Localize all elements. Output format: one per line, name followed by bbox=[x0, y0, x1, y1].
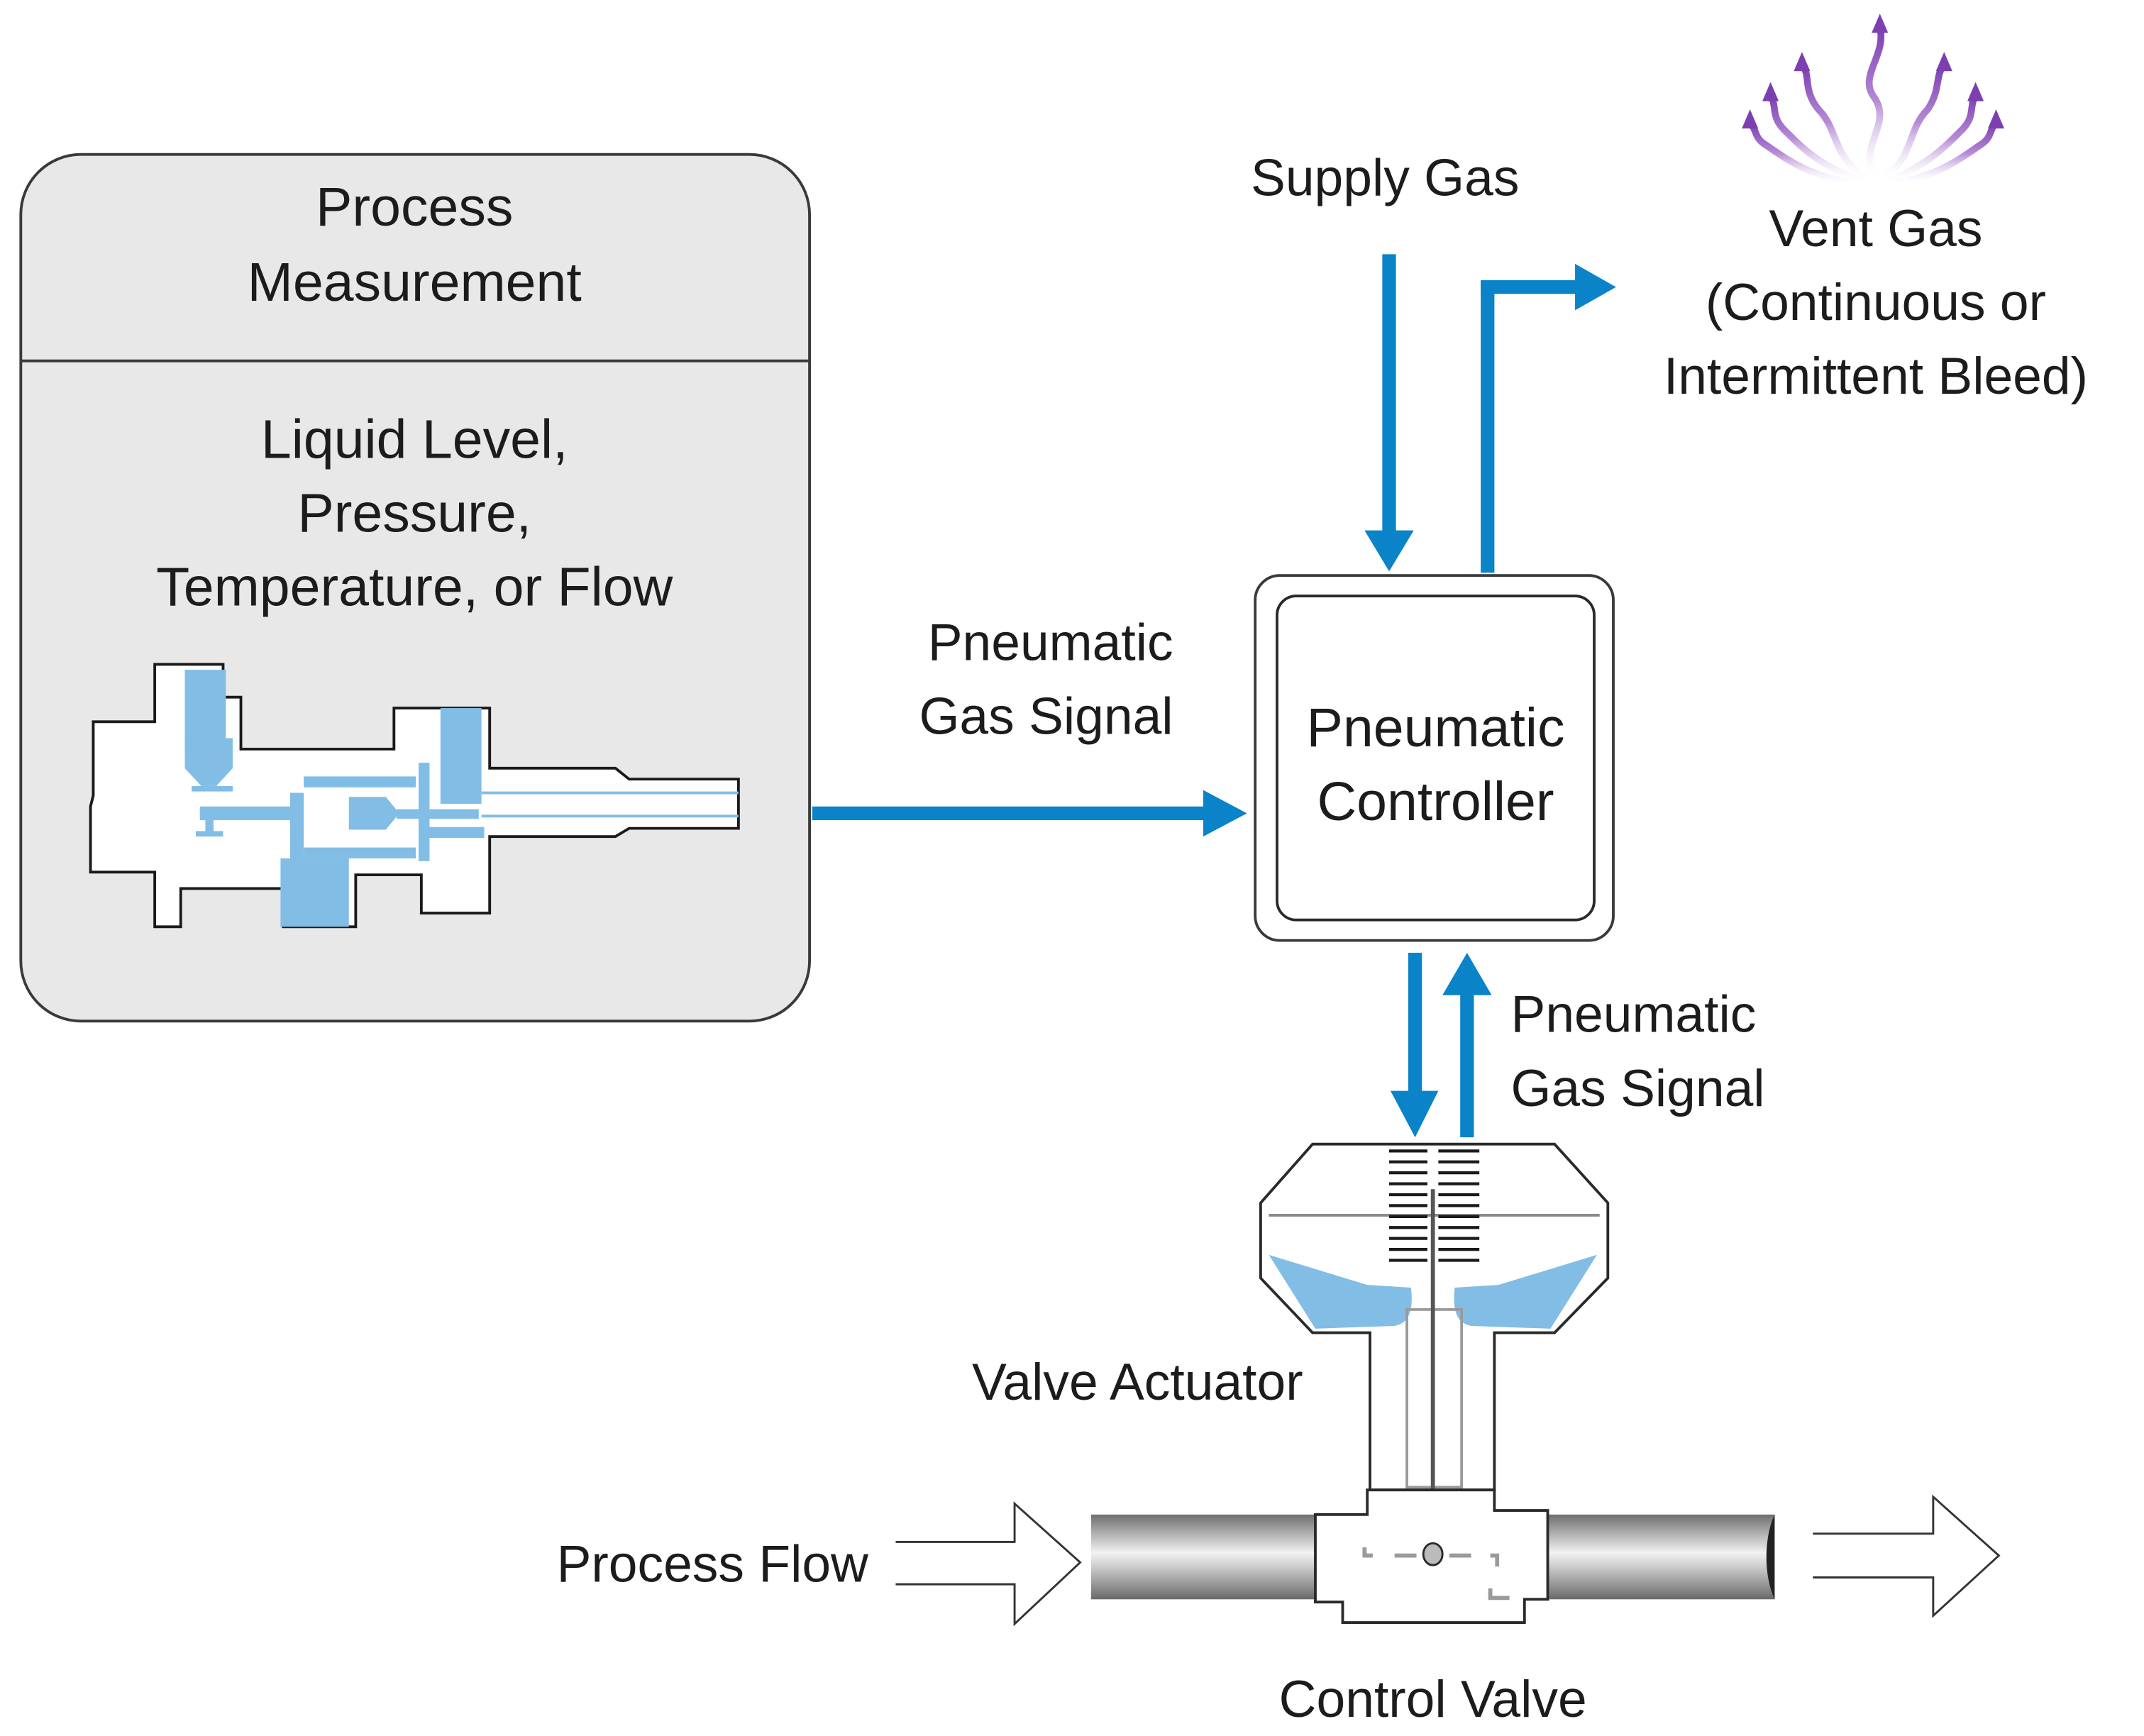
measurement-types-line2: Pressure, bbox=[297, 483, 531, 544]
process-measurement-heading-line1: Process bbox=[316, 177, 513, 238]
measurement-types-line3: Temperature, or Flow bbox=[156, 557, 673, 618]
vent-gas-label-line3: Intermittent Bleed) bbox=[1664, 347, 2088, 405]
pneumatic-controller-box: Pneumatic Controller bbox=[1254, 574, 1615, 942]
controller-label-line2: Controller bbox=[1317, 771, 1554, 832]
vent-gas-arrow bbox=[1481, 263, 1616, 573]
process-pipe bbox=[1090, 1514, 1775, 1600]
valve-actuator-label: Valve Actuator bbox=[972, 1353, 1303, 1411]
vent-gas-label-line1: Vent Gas bbox=[1769, 199, 1982, 258]
actuator-spring-icon bbox=[1389, 1149, 1480, 1262]
measurement-types-line1: Liquid Level, bbox=[261, 409, 568, 470]
control-valve-label: Control Valve bbox=[1279, 1670, 1587, 1728]
process-flow-in-arrow bbox=[895, 1501, 1082, 1627]
vent-gas-label-line2: (Continuous or bbox=[1706, 273, 2046, 331]
signal-out-label-line2: Gas Signal bbox=[1510, 1059, 1764, 1117]
signal-out-label-line1: Pneumatic bbox=[1510, 985, 1756, 1044]
vent-gas-plume-arrowheads bbox=[1742, 13, 2005, 129]
supply-gas-label: Supply Gas bbox=[1251, 149, 1519, 207]
process-measurement-heading-line2: Measurement bbox=[248, 252, 582, 313]
sensor-instrument-icon bbox=[89, 663, 740, 929]
signal-in-label-line2: Gas Signal bbox=[919, 687, 1173, 746]
process-measurement-box: Process Measurement Liquid Level, Pressu… bbox=[19, 153, 811, 1023]
signal-in-label-line1: Pneumatic bbox=[928, 614, 1173, 672]
signal-down-arrow bbox=[1390, 952, 1439, 1138]
supply-gas-arrow bbox=[1364, 254, 1414, 572]
signal-up-arrow bbox=[1442, 952, 1492, 1138]
vent-gas-plume-icon bbox=[1746, 23, 2000, 187]
process-flow-out-arrow bbox=[1813, 1494, 2001, 1618]
process-flow-label: Process Flow bbox=[557, 1535, 869, 1593]
signal-in-arrow bbox=[812, 790, 1247, 837]
controller-label-line1: Pneumatic bbox=[1306, 697, 1564, 758]
control-valve-body bbox=[1314, 1488, 1549, 1625]
